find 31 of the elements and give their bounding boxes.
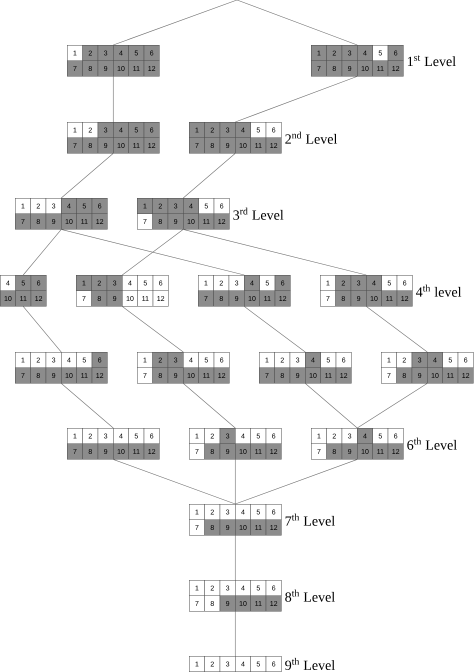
- connector-line: [234, 76, 358, 122]
- connector-line: [234, 611, 236, 656]
- connector-line: [234, 535, 236, 580]
- level-label: 6$^{th}$ Level: [407, 438, 457, 450]
- connector-line: [22, 306, 62, 352]
- connector-line: [366, 306, 428, 352]
- connector-line: [234, 459, 358, 504]
- level-label: 1$^{st}$ Level: [408, 55, 456, 66]
- connector-line: [234, 459, 236, 504]
- level-label: 3$^{rd}$ Level: [233, 208, 284, 220]
- connector-line: [60, 383, 114, 428]
- level-label: 2$^{nd}$ Level: [285, 132, 338, 144]
- level-label: 4$^{th}$ level: [416, 284, 462, 297]
- connector-line: [236, 0, 358, 46]
- connector-line: [304, 383, 358, 428]
- connector-line: [356, 383, 428, 428]
- connector-line: [122, 229, 184, 276]
- connector-line: [112, 76, 114, 122]
- level-label: 9$^{th}$ Level: [285, 658, 335, 670]
- connector-line: [182, 153, 236, 198]
- connector-line: [112, 0, 238, 46]
- connector-line: [22, 229, 62, 276]
- connector-line: [60, 153, 114, 198]
- level-label: 8$^{th}$ Level: [285, 590, 335, 602]
- connector-line: [182, 383, 236, 428]
- connector-line: [122, 306, 184, 352]
- connector-line: [60, 229, 245, 276]
- connector-line: [244, 306, 306, 352]
- connector-line: [182, 229, 367, 276]
- level-label: 7$^{th}$ Level: [286, 514, 335, 526]
- connector-line: [112, 459, 236, 504]
